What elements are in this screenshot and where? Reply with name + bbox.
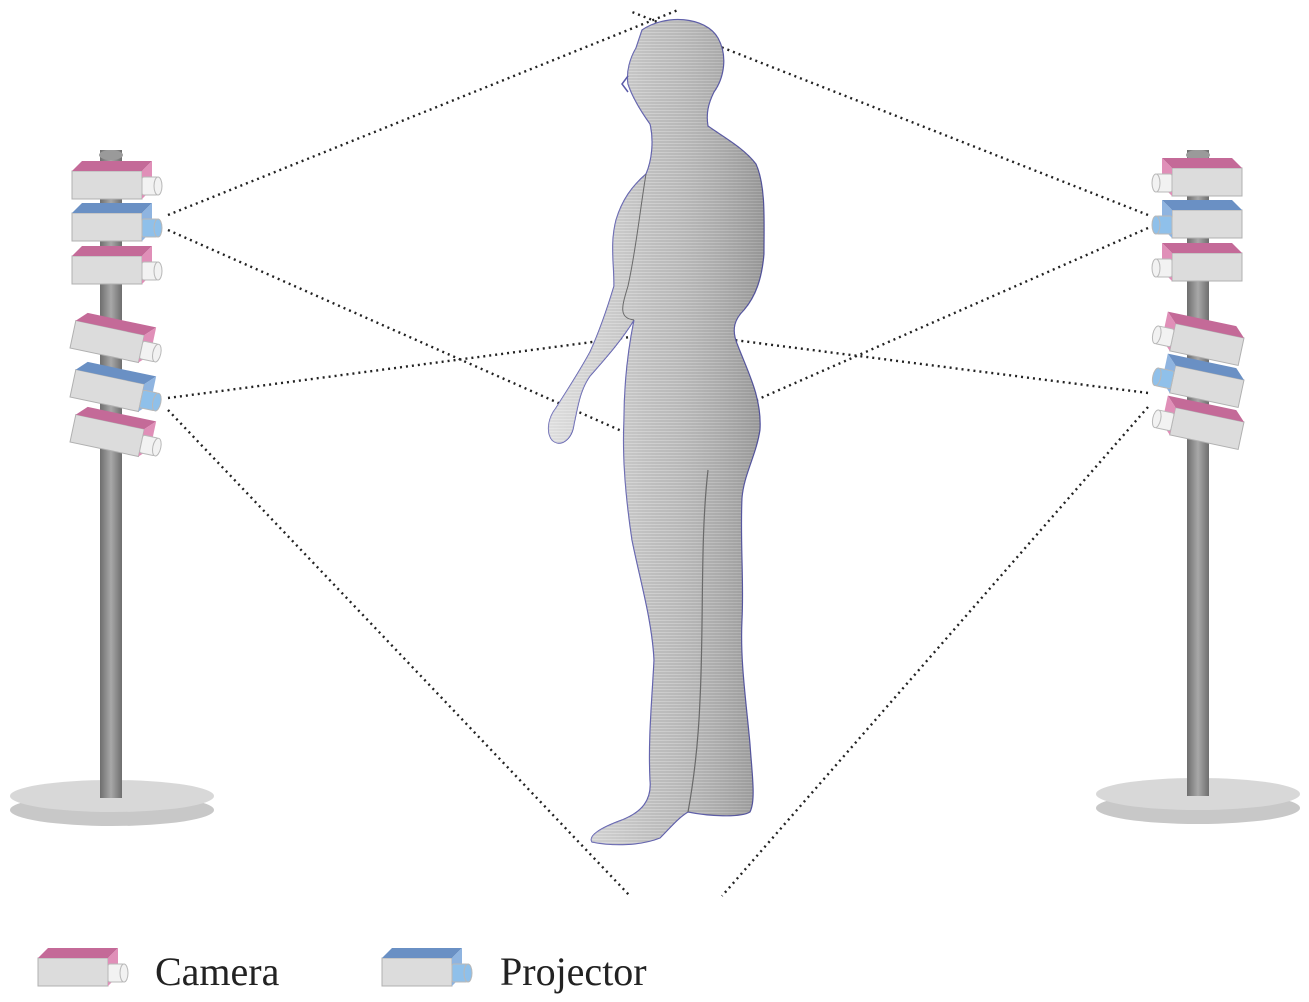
legend-camera-icon — [38, 948, 128, 986]
projector-icon — [1152, 200, 1242, 238]
projection-line — [168, 10, 678, 215]
camera-icon — [1152, 158, 1242, 196]
legend-projector-icon — [382, 948, 472, 986]
projection-line — [168, 410, 630, 896]
glasses — [622, 76, 628, 92]
projector-icon — [382, 948, 472, 986]
camera-icon — [72, 161, 162, 199]
body-shading — [549, 20, 765, 845]
camera-icon — [38, 948, 128, 986]
left-pole-cap — [99, 150, 123, 160]
projection-line — [722, 407, 1148, 896]
legend: Camera Projector — [38, 948, 647, 994]
legend-camera-label: Camera — [155, 949, 280, 994]
projector-icon — [72, 203, 162, 241]
legend-projector-label: Projector — [500, 949, 647, 994]
camera-icon — [1152, 243, 1242, 281]
camera-icon — [72, 246, 162, 284]
human-body-scan — [549, 20, 765, 845]
